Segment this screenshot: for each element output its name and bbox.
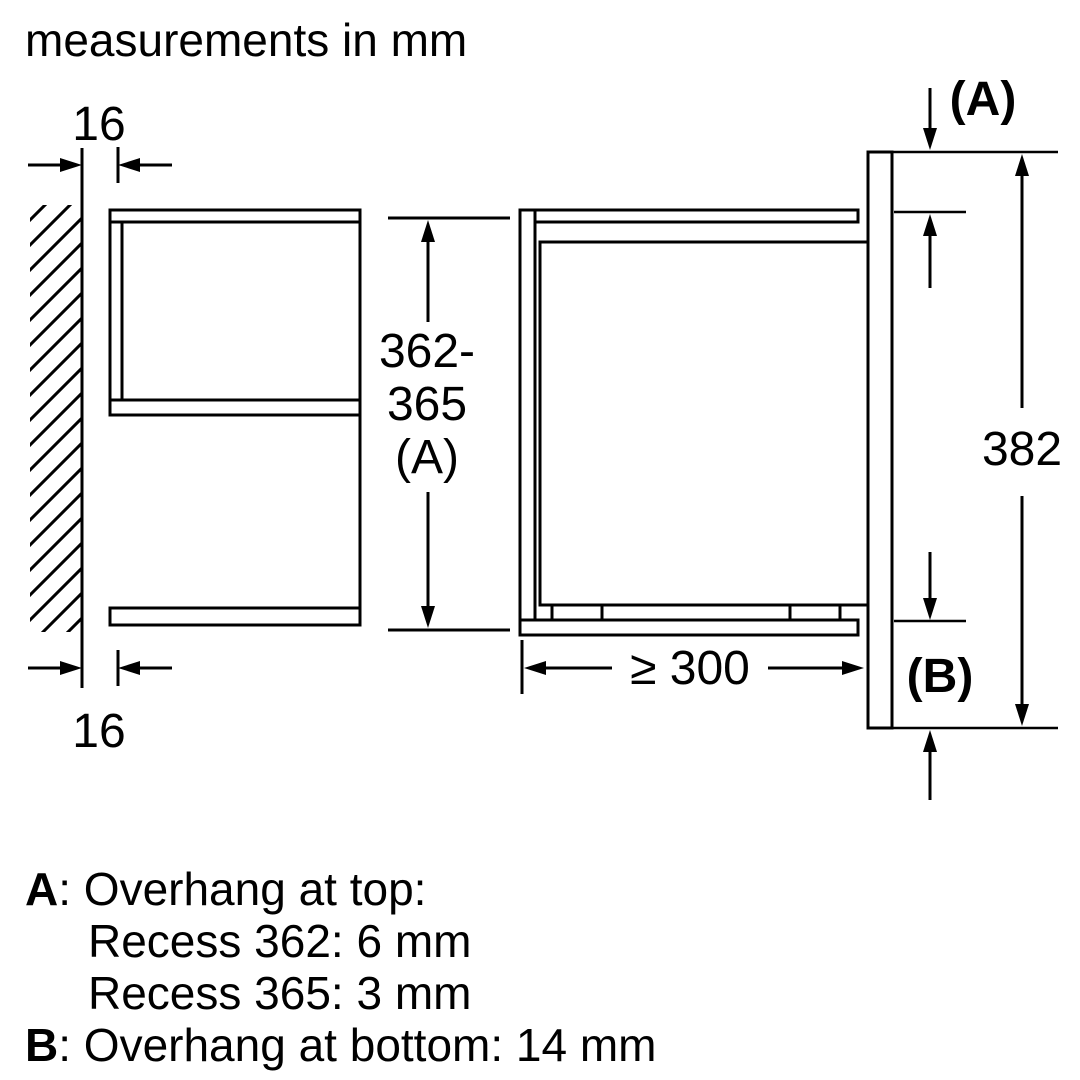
legend-recess-362: Recess 362: 6 mm (88, 915, 471, 967)
overhang-bottom-label: (B) (907, 650, 974, 703)
legend-line-a: A: Overhang at top: (25, 863, 426, 915)
dimension-arrow-up (923, 214, 937, 236)
appliance-height-label: 382 (982, 423, 1062, 476)
dimension-wall-gap-top: 16 (28, 98, 172, 183)
wall-hatching (30, 205, 82, 632)
left-figure-cabinet-section: 16 16 (28, 98, 362, 758)
dimension-niche-depth: ≥ 300 (520, 640, 864, 695)
legend-line-b: B: Overhang at bottom: 14 mm (25, 1019, 657, 1071)
legend-text-b: : Overhang at bottom: 14 mm (58, 1019, 656, 1071)
niche-bottom-panel (518, 618, 860, 637)
dimension-arrow-down (923, 598, 937, 620)
cabinet-middle-shelf (108, 398, 362, 417)
legend: A: Overhang at top: Recess 362: 6 mm Rec… (25, 863, 657, 1071)
dimension-arrow-down (421, 606, 435, 628)
cabinet-top-panel (108, 208, 362, 224)
right-figure-appliance-section: (A) (B) 382 ≥ 300 (518, 73, 1062, 800)
dimension-arrow-down (1015, 704, 1029, 726)
niche-height-label-a: (A) (395, 431, 459, 484)
appliance-body (538, 240, 870, 607)
legend-recess-365: Recess 365: 3 mm (88, 967, 471, 1019)
dimension-overhang-top: (A) (923, 73, 1016, 288)
appliance-foot-right (788, 603, 842, 622)
dimension-arrow-left (118, 661, 140, 675)
niche-height-label-2: 365 (387, 378, 467, 431)
legend-text-a: : Overhang at top: (58, 863, 426, 915)
appliance-foot-left (550, 603, 604, 622)
niche-rear-panel (518, 208, 537, 637)
dimension-overhang-bottom: (B) (907, 552, 974, 800)
dimension-arrow-right (60, 158, 82, 172)
overhang-top-label: (A) (950, 73, 1017, 126)
dimension-arrow-up (923, 730, 937, 752)
dimension-arrow-left (118, 158, 140, 172)
niche-depth-label: ≥ 300 (630, 642, 750, 695)
dimension-arrow-right (842, 661, 864, 675)
niche-height-label-1: 362- (379, 325, 475, 378)
legend-key-b: B (25, 1019, 58, 1071)
appliance-front-frame (866, 150, 894, 730)
legend-key-a: A (25, 863, 58, 915)
page-title: measurements in mm (25, 14, 467, 66)
cabinet-bottom-shelf (108, 606, 362, 627)
dimension-arrow-up (421, 220, 435, 242)
wall-gap-bottom-label: 16 (72, 705, 125, 758)
dimension-arrow-down (923, 128, 937, 150)
niche-top-panel (518, 208, 860, 224)
cabinet-back-panel (108, 208, 124, 417)
dimension-niche-height: 362- 365 (A) (379, 216, 510, 632)
dimension-appliance-height: 382 (982, 154, 1062, 726)
dimension-arrow-right (60, 661, 82, 675)
dimension-wall-gap-bottom: 16 (28, 650, 172, 758)
dimension-arrow-up (1015, 154, 1029, 176)
dimension-arrow-left (524, 661, 546, 675)
wall-gap-top-label: 16 (72, 98, 125, 151)
